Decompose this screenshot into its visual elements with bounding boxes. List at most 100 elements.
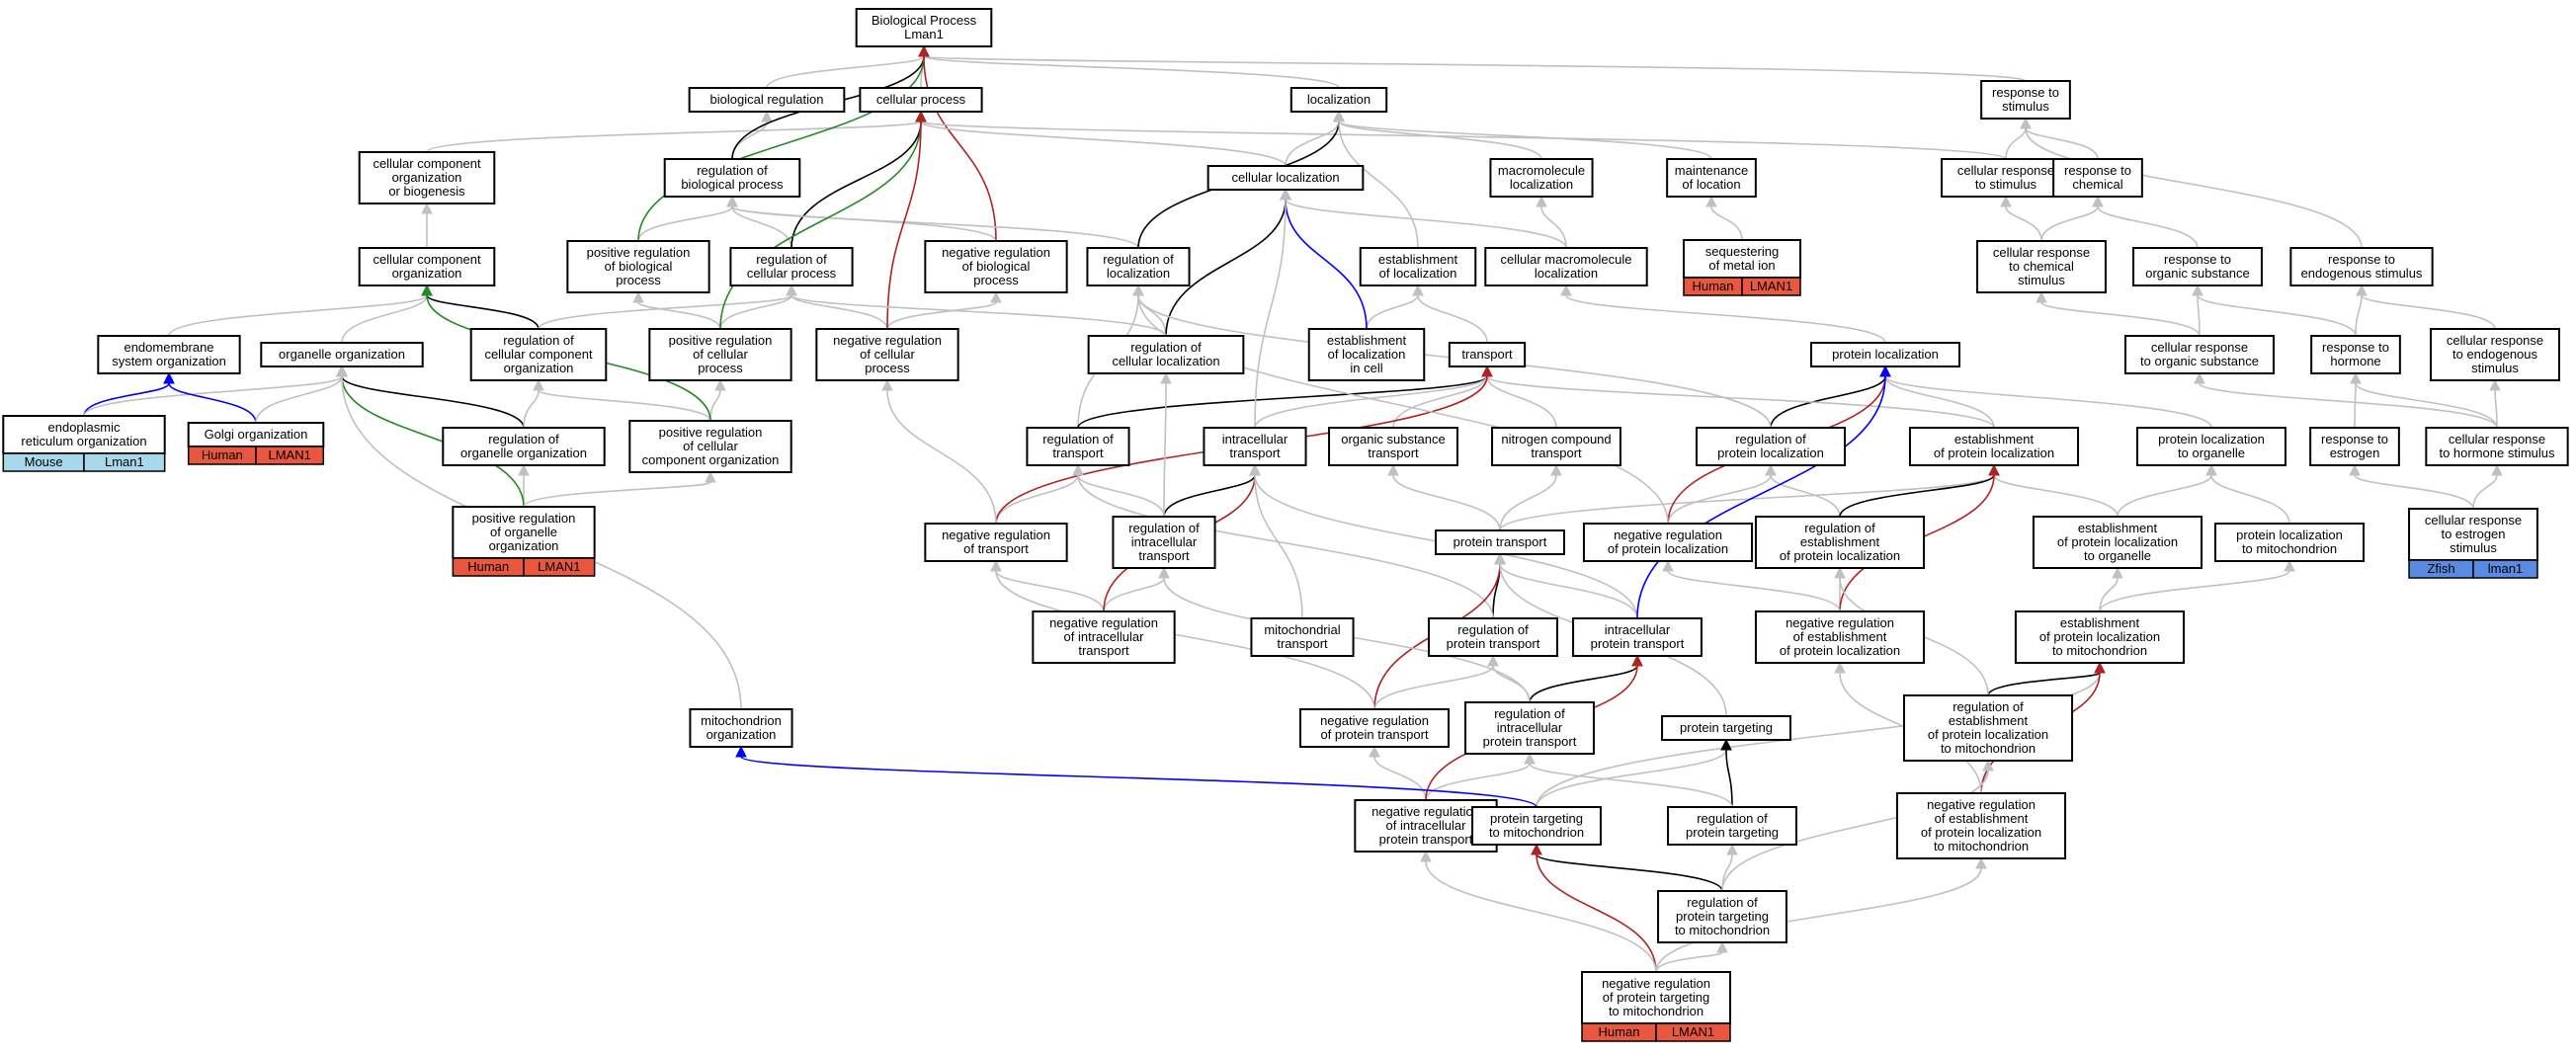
edge-reg_loc-to-reg_bp [726, 195, 1139, 249]
node-bioreg[interactable]: biological regulation [688, 87, 846, 113]
arrowhead-icon [2092, 195, 2104, 207]
node-box [1250, 617, 1355, 657]
node-label: of protein localization [1934, 446, 2054, 460]
node-label: mitochondrion [701, 713, 782, 728]
edge-line [2355, 294, 2363, 337]
node-label: protein localization [1717, 446, 1824, 460]
node-label: regulation of [1130, 340, 1202, 355]
edge-line [1565, 294, 1886, 344]
node-prot-loc[interactable]: protein localization [1810, 342, 1960, 367]
node-transport[interactable]: transport [1448, 342, 1527, 367]
node-prot-transport[interactable]: protein transport [1435, 529, 1565, 555]
node-localization[interactable]: localization [1289, 87, 1388, 113]
node-label: cellular response [2151, 340, 2248, 355]
node-label: localization [1535, 266, 1598, 281]
arrowhead-icon [786, 284, 797, 296]
node-label: of protein localization [2039, 629, 2160, 644]
node-org-org[interactable]: organelle organization [260, 342, 424, 367]
node-box [1206, 165, 1365, 191]
arrowhead-icon [1160, 371, 1172, 384]
tag-label: Mouse [25, 454, 63, 469]
edge-line [1077, 474, 1494, 619]
edge-prot_loc-to-cell_macro_loc [1560, 284, 1886, 344]
node-label: of establishment [1793, 629, 1887, 644]
arrowhead-icon [336, 365, 348, 377]
species-tag: Lman1 [83, 452, 166, 472]
node-prot-targeting[interactable]: protein targeting [1661, 715, 1791, 741]
node-cell-loc[interactable]: cellular localization [1206, 165, 1365, 191]
node-label: organic substance [1341, 432, 1446, 447]
node-label: to mitochondrion [1941, 741, 2036, 756]
node-label: of cellular [683, 439, 738, 453]
node-label: transport [1461, 347, 1513, 362]
node-label: of biological [962, 259, 1031, 274]
node-cellproc[interactable]: cellular process [859, 87, 983, 113]
edge-reg_ic_prot_transport-to-ic_prot_transport [1529, 654, 1643, 703]
